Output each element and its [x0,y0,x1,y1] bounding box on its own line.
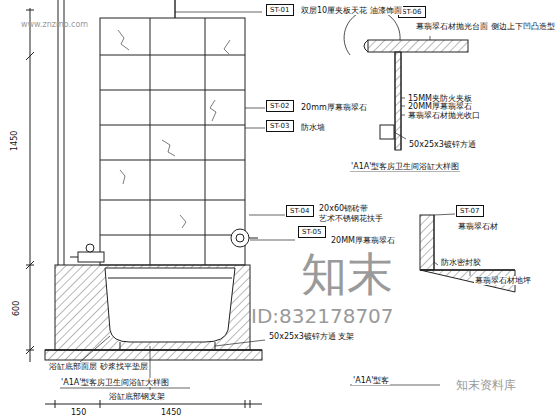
material-tag: ST-04 [286,205,314,217]
watermark: 知末资料库 [455,378,517,392]
material-text: 艺术不锈钢花扶手 [318,214,384,223]
tag-code: ST-03 [270,122,290,130]
tag-code: ST-02 [270,102,290,110]
material-text: 幕翡翠石材抛光台面 侧边上下凹凸造型 [415,22,556,31]
dimension-text: 1450 [160,408,182,417]
tag-code: ST-01 [270,6,290,14]
material-tag: ST-07 [456,205,484,217]
tag-code: ST-06 [402,8,422,16]
material-text: 幕翡翠石材抛光收口 [407,111,481,120]
material-text: 防水墙 [300,123,326,132]
tag-code: ST-07 [460,207,480,215]
material-tag: ST-01 [266,4,294,16]
dimension-text: 1450 [10,130,19,152]
dimension-text: 150 [70,408,87,417]
material-tag: ST-03 [266,120,294,132]
material-text: 20MM厚幕翡翠石 [330,236,396,245]
dimension-text: 600 [12,300,21,317]
tag-code: ST-05 [302,228,322,236]
drawing-caption: 'A1A'型客房卫生间浴缸大样图 [350,162,460,171]
material-text: 20MM厚幕翡翠石 [407,102,473,111]
material-text: 浴缸底部面层 砂浆找平垫层 [48,362,149,371]
drawing-caption: 'A1A'型客 [352,376,390,385]
watermark: www.znzmo.com [20,20,89,29]
material-text: 50x25x3镀锌方通 支架 [268,332,355,341]
tag-code: ST-04 [290,207,310,215]
material-text: 20mm厚幕翡翠石 [300,103,368,112]
watermark: ID:832178707 [250,305,395,327]
drawing-caption: 'A1A'型客房卫生间浴缸大样图 [60,378,170,387]
material-tag: ST-02 [266,100,294,112]
material-text: 幕翡翠石材地坪 [474,276,532,285]
material-text: 20x60锦砖带 [318,204,369,213]
note-text: 双层10厘夹板天花 油漆饰面 [300,6,403,15]
material-text: 50x25x3镀锌方通 [408,140,477,149]
watermark: 知末 [300,250,394,298]
material-tag: ST-05 [298,226,326,238]
material-text: 幕翡翠石材 [457,222,499,231]
material-text: 防水密封胶 [440,258,482,267]
material-text: 浴缸底部钢支架 [108,392,166,401]
